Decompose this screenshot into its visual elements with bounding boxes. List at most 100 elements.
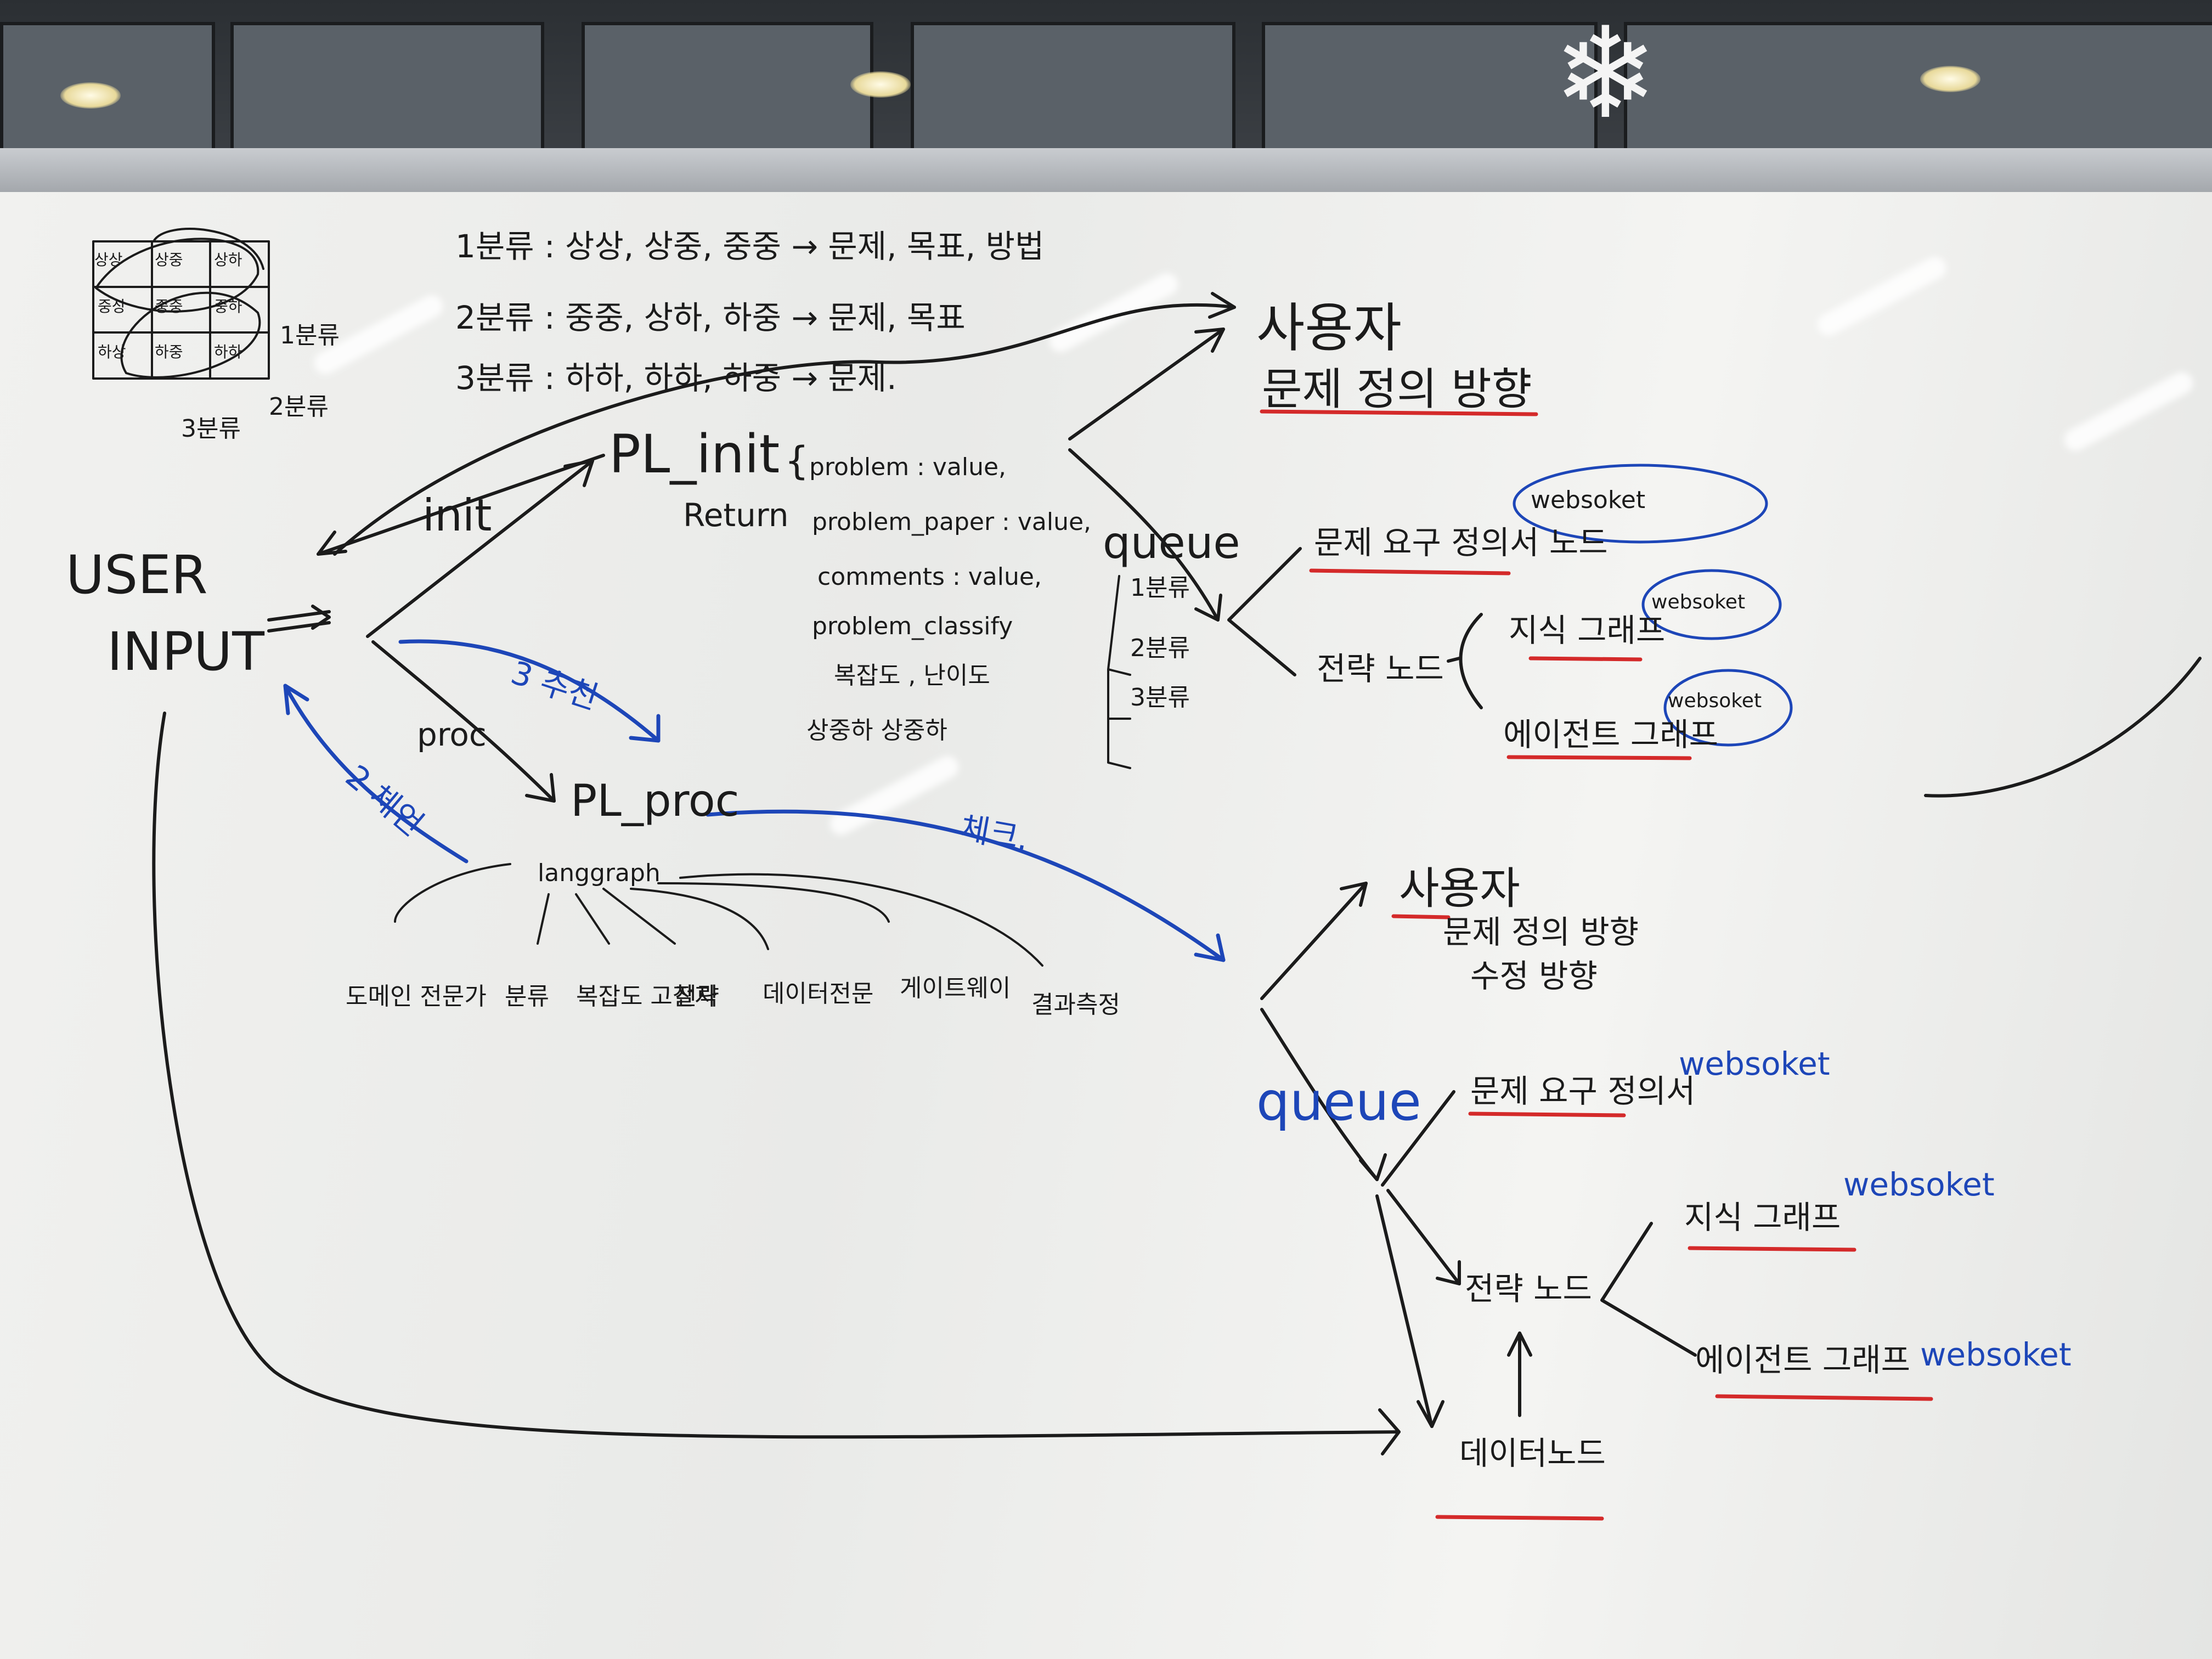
- websoket-label: websoket: [1843, 1166, 1995, 1203]
- queue-branch: [1386, 1189, 1461, 1285]
- grid-cell: 하하: [214, 343, 242, 361]
- arrowhead: [525, 773, 556, 803]
- user-bottom: 사용자: [1399, 863, 1520, 914]
- arrow-init: [366, 459, 594, 638]
- proc-child: 결과측정: [1031, 991, 1120, 1019]
- snowflake-icon: ❄: [1553, 1, 1658, 147]
- grid-box: [92, 240, 270, 380]
- pl-init-sublabel: 상중하 상중하: [806, 716, 947, 744]
- arrowhead: [283, 684, 309, 715]
- blue-arrow-3: [398, 639, 661, 743]
- blue-arrow-right: [706, 809, 1226, 962]
- queue-bracket: [1107, 575, 1131, 769]
- ceiling-lamp: [850, 71, 911, 98]
- arrow-to-user-top: [1068, 328, 1225, 441]
- websoket-label: websoket: [1679, 1045, 1830, 1082]
- queue-label: queue: [1103, 517, 1240, 568]
- underline: [1260, 409, 1538, 416]
- arrow-to-data-node: [1375, 1194, 1434, 1428]
- strategy-node-top: 전략 노드: [1317, 650, 1444, 687]
- underline: [1715, 1394, 1933, 1401]
- lg-arrow: [537, 873, 1043, 967]
- grid-cell: 상상: [94, 251, 123, 269]
- agent-graph-bottom: 에이전트 그래프: [1695, 1341, 1910, 1379]
- arrowhead: [1507, 1331, 1532, 1357]
- websoket-label: websoket: [1920, 1336, 2072, 1373]
- class-line-3: 3분류 : 하하, 하하, 하중 → 문제.: [455, 359, 897, 397]
- knowledge-graph-top: 지식 그래프: [1509, 612, 1666, 649]
- brace: {: [785, 438, 809, 483]
- ceiling-lamp: [60, 82, 121, 109]
- arrowhead: [311, 605, 331, 630]
- proc-child: 복잡도 고찰자: [576, 983, 717, 1011]
- websoket-ellipse: [1663, 669, 1793, 747]
- arrowhead: [1194, 933, 1226, 962]
- queue-item: 1분류: [1130, 574, 1190, 602]
- pl-init-field: problem_classify: [812, 612, 1013, 640]
- pl-init-sublabel: 복잡도 , 난이도: [834, 662, 990, 690]
- grid-circle: [153, 228, 264, 270]
- user-input-label: USER: [66, 544, 208, 606]
- arrowhead: [1378, 1408, 1401, 1455]
- data-node-bottom: 데이터노드: [1459, 1435, 1606, 1472]
- revise-bottom: 수정 방향: [1470, 957, 1598, 995]
- underline: [1435, 1515, 1604, 1521]
- diagram-ink: [92, 228, 2202, 1521]
- edge-label-init: init: [422, 490, 492, 541]
- class-line-1: 1분류 : 상상, 상중, 중중 → 문제, 목표, 방법: [455, 228, 1045, 265]
- underline: [1688, 1246, 1857, 1252]
- grid-label: 2분류: [269, 393, 329, 421]
- pl-init-return: Return: [683, 496, 789, 534]
- grid-circle: [120, 291, 261, 379]
- window-pane: [1262, 22, 1598, 155]
- queue-item: 2분류: [1130, 634, 1190, 662]
- underline: [1309, 568, 1511, 575]
- grid-cell: 중상: [98, 297, 126, 315]
- queue-branch: [1381, 1090, 1455, 1187]
- queue-item: 3분류: [1130, 684, 1190, 712]
- user-input-label: INPUT: [107, 621, 264, 682]
- window-pane: [582, 22, 873, 155]
- class-line-2: 2분류 : 중중, 상하, 하중 → 문제, 목표: [455, 299, 966, 336]
- grid-cell: 하상: [98, 343, 126, 361]
- arrow-to-queue: [1068, 448, 1220, 622]
- strategy-branch: [1600, 1222, 1697, 1357]
- window-pane: [911, 22, 1235, 155]
- arrowhead: [1436, 1260, 1461, 1285]
- req-node-top: 문제 요구 정의서 노드: [1314, 524, 1608, 561]
- strategy-node-bottom: 전략 노드: [1465, 1270, 1592, 1307]
- underline: [1528, 656, 1643, 662]
- problem-def-bottom: 문제 정의 방향: [1443, 913, 1639, 951]
- proc-child: 분류: [505, 983, 549, 1011]
- edge-curve: [1924, 657, 2202, 798]
- pl-init-field: comments : value,: [817, 563, 1042, 591]
- arrow-to-queue-bottom: [1260, 1008, 1379, 1181]
- arrowhead: [1417, 1400, 1444, 1428]
- grid-label: 1분류: [280, 321, 340, 349]
- arrow-to-user-bottom: [1260, 882, 1368, 1000]
- proc-child: 전략: [675, 983, 719, 1011]
- ceiling-background: ❄: [0, 0, 2212, 156]
- pl-init-field: problem_paper : value,: [812, 508, 1092, 536]
- knowledge-graph-bottom: 지식 그래프: [1684, 1199, 1841, 1236]
- websoket-label: websoket: [1651, 591, 1746, 613]
- whiteboard-frame: [0, 148, 2212, 198]
- queue-label-bottom: queue: [1256, 1071, 1421, 1132]
- window-pane: [1624, 22, 2212, 155]
- proc-child: 게이트웨이: [900, 974, 1011, 1002]
- underline: [1391, 914, 1451, 919]
- lg-arrow: [394, 863, 511, 923]
- user-top: 사용자: [1256, 297, 1402, 359]
- edge-label-proc: proc: [417, 716, 487, 753]
- proc-child: 도메인 전문가: [346, 983, 487, 1011]
- grid-cell: 중중: [155, 297, 183, 315]
- underline: [1468, 1111, 1626, 1118]
- arrowhead: [1194, 328, 1225, 353]
- whiteboard: 상상 상중 상하 중상 중중 중하 하상 하중 하하 1분류 2분류 3분류 1…: [0, 192, 2212, 1659]
- websoket-ellipse: [1513, 464, 1768, 544]
- strategy-brace: [1447, 657, 1461, 663]
- arrowhead: [1208, 292, 1236, 319]
- websoket-label: websoket: [1668, 690, 1762, 712]
- websoket-label: websoket: [1531, 486, 1646, 514]
- arrowhead: [317, 531, 347, 556]
